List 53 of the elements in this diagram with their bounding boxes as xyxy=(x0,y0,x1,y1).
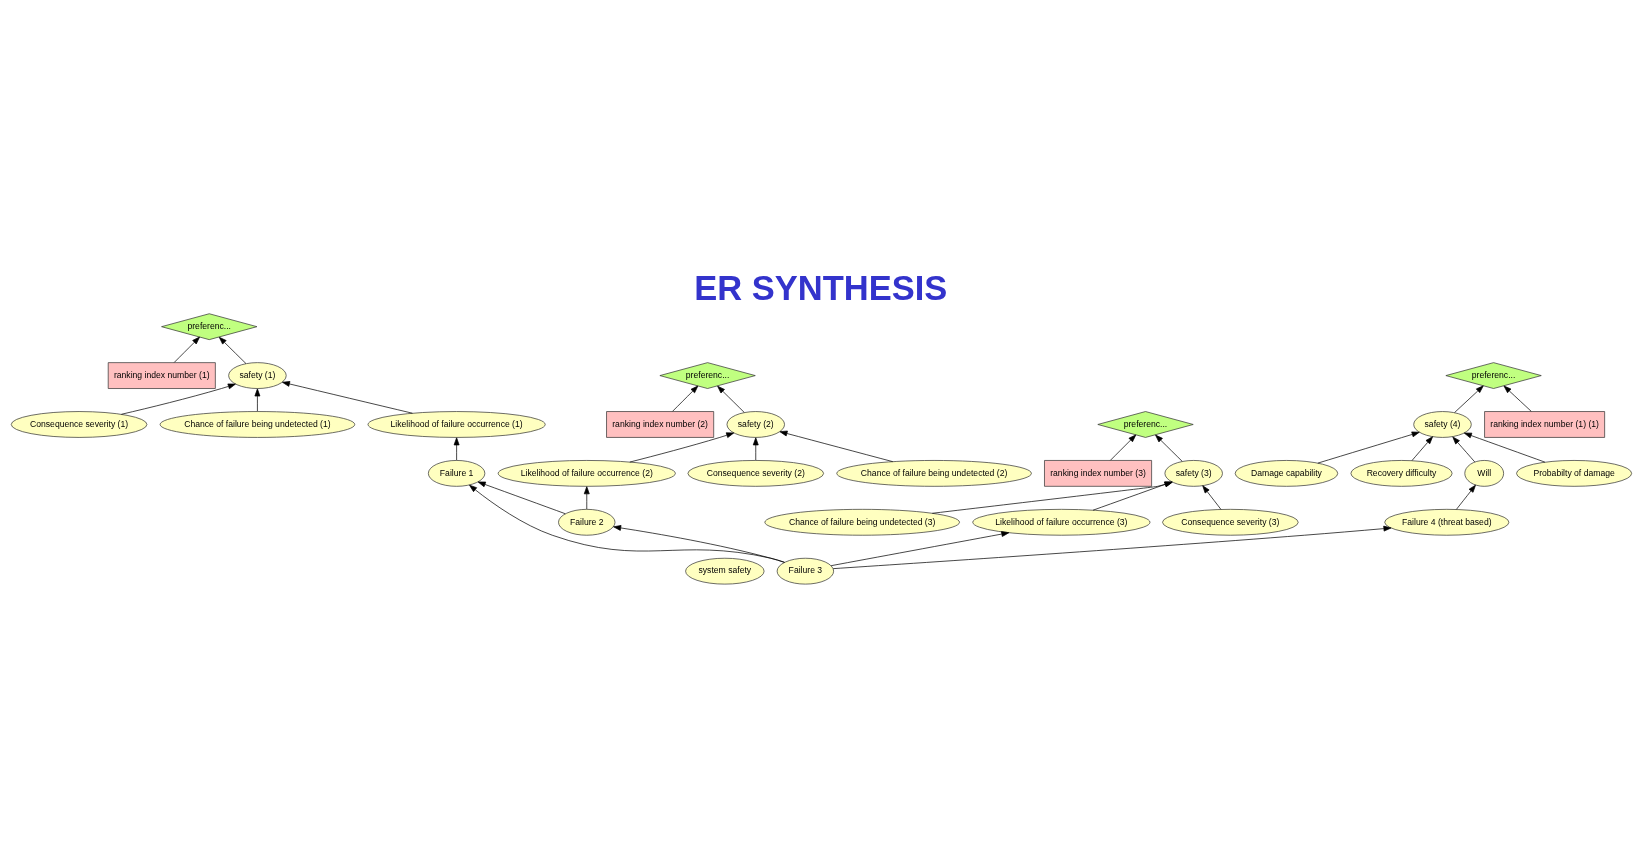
arrow xyxy=(218,336,247,364)
node-ellipse: Consequence severity (3) xyxy=(1162,508,1299,536)
node-diamond: preferenc... xyxy=(161,313,258,340)
node-ellipse: Damage capability xyxy=(1234,460,1339,487)
node-ellipse: system safety xyxy=(685,557,765,585)
node-box: ranking index number (2) xyxy=(606,411,715,438)
node-box: ranking index number (1) xyxy=(107,362,216,389)
node-ellipse: Chance of failure being undetected (1) xyxy=(159,411,356,438)
node-ellipse: Likelihood of failure occurrence (2) xyxy=(497,460,676,487)
arrow xyxy=(1503,385,1532,412)
diagram-title: ER SYNTHESIS xyxy=(694,268,948,307)
node-diamond: preferenc... xyxy=(659,362,756,389)
arrow xyxy=(613,525,785,563)
node-ellipse: Recovery difficulty xyxy=(1350,460,1453,487)
arrow xyxy=(173,336,200,363)
node-ellipse: Consequence severity (1) xyxy=(10,411,148,438)
arrow xyxy=(629,432,735,463)
arrow xyxy=(121,383,236,415)
arrow xyxy=(453,437,460,461)
arrow xyxy=(1454,385,1484,413)
node-diamond: preferenc... xyxy=(1445,362,1542,389)
node-ellipse: Likelihood of failure occurrence (1) xyxy=(367,411,546,438)
node-diamond: preferenc... xyxy=(1097,411,1194,438)
arrow xyxy=(779,430,894,462)
arrow xyxy=(1202,485,1222,510)
arrow xyxy=(583,486,590,510)
arrow xyxy=(931,481,1173,514)
arrow xyxy=(469,484,785,563)
arrow xyxy=(752,437,759,461)
arrow xyxy=(1317,431,1420,464)
arrow xyxy=(1463,432,1546,463)
node-ellipse: Chance of failure being undetected (3) xyxy=(764,508,960,536)
arrow xyxy=(1092,481,1173,511)
arrow xyxy=(254,388,261,412)
arrow xyxy=(1110,434,1137,461)
arrow xyxy=(477,481,566,515)
arrow xyxy=(832,525,1392,569)
node-ellipse: Will xyxy=(1464,460,1504,487)
arrow xyxy=(717,385,745,413)
node-ellipse: Chance of failure being undetected (2) xyxy=(836,460,1032,487)
arrow xyxy=(1155,434,1183,462)
node-ellipse: Probabilty of damage xyxy=(1516,460,1632,487)
arrow xyxy=(1456,484,1476,510)
arrow xyxy=(672,385,699,412)
node-box: ranking index number (3) xyxy=(1044,460,1152,487)
arrow xyxy=(830,531,1010,567)
node-ellipse: Failure 2 xyxy=(558,508,616,536)
arrow xyxy=(1452,436,1476,463)
node-ellipse: Consequence severity (2) xyxy=(687,460,824,487)
arrow xyxy=(282,381,413,414)
node-ellipse: Failure 3 xyxy=(776,557,834,585)
node-box: ranking index number (1) (1) xyxy=(1484,411,1605,438)
arrow xyxy=(1411,436,1433,462)
